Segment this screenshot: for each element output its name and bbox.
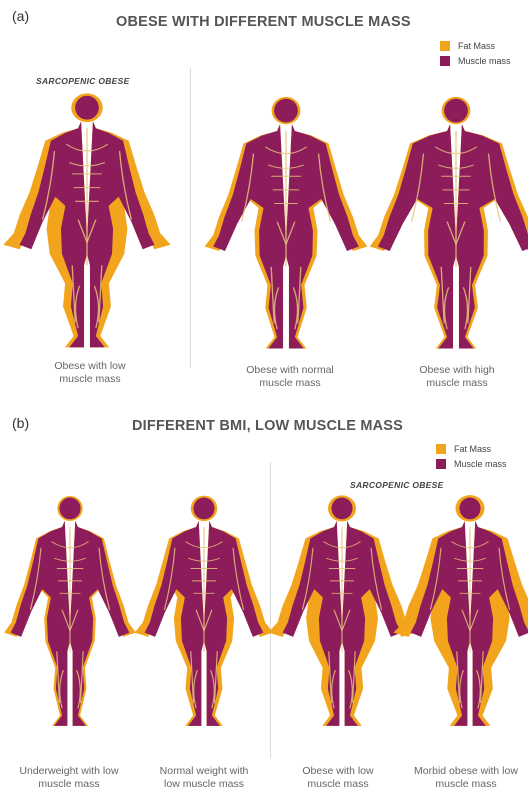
legend-muscle-label: Muscle mass (454, 459, 507, 469)
head-muscle (459, 498, 480, 520)
figure-b1 (4, 496, 136, 730)
panel-a-letter: (a) (12, 8, 29, 24)
legend-fat-label: Fat Mass (458, 41, 495, 51)
figure-a3 (382, 97, 528, 353)
panel-a-legend: Fat Mass Muscle mass (440, 38, 511, 68)
caption-a3: Obese with high muscle mass (393, 364, 521, 390)
caption-a2: Obese with normal muscle mass (222, 364, 358, 390)
figure-a1 (13, 94, 161, 352)
caption-b1: Underweight with low muscle mass (2, 765, 136, 791)
head-muscle (331, 498, 352, 520)
muscle-swatch (436, 459, 446, 469)
caption-a1: Obese with low muscle mass (25, 360, 155, 386)
figure-b4 (404, 496, 528, 730)
panel-b-sarcopenic-label: SARCOPENIC OBESE (350, 480, 444, 490)
legend-muscle-label: Muscle mass (458, 56, 511, 66)
panel-b-divider (270, 462, 271, 758)
legend-fat-label: Fat Mass (454, 444, 491, 454)
fat-swatch (436, 444, 446, 454)
fat-swatch (440, 41, 450, 51)
legend-item-fat: Fat Mass (436, 441, 507, 456)
figure-b2 (138, 496, 270, 730)
panel-a-title: OBESE WITH DIFFERENT MUSCLE MASS (116, 14, 411, 30)
head-muscle (59, 498, 80, 520)
caption-b3: Obese with low muscle mass (278, 765, 398, 791)
panel-a-divider (190, 68, 191, 368)
muscle-swatch (440, 56, 450, 66)
figure-b3 (276, 496, 408, 730)
head-muscle (444, 99, 468, 123)
panel-b-letter: (b) (12, 415, 29, 431)
figure-a2 (212, 97, 360, 353)
caption-b2: Normal weight with low muscle mass (142, 765, 266, 791)
legend-item-muscle: Muscle mass (436, 456, 507, 471)
head-muscle (193, 498, 214, 520)
head-muscle (274, 99, 298, 123)
caption-b4: Morbid obese with low muscle mass (404, 765, 528, 791)
head-muscle (75, 96, 99, 120)
legend-item-fat: Fat Mass (440, 38, 511, 53)
panel-a-sarcopenic-label: SARCOPENIC OBESE (36, 76, 130, 86)
panel-b-legend: Fat Mass Muscle mass (436, 441, 507, 471)
legend-item-muscle: Muscle mass (440, 53, 511, 68)
panel-b-title: DIFFERENT BMI, LOW MUSCLE MASS (132, 418, 403, 434)
